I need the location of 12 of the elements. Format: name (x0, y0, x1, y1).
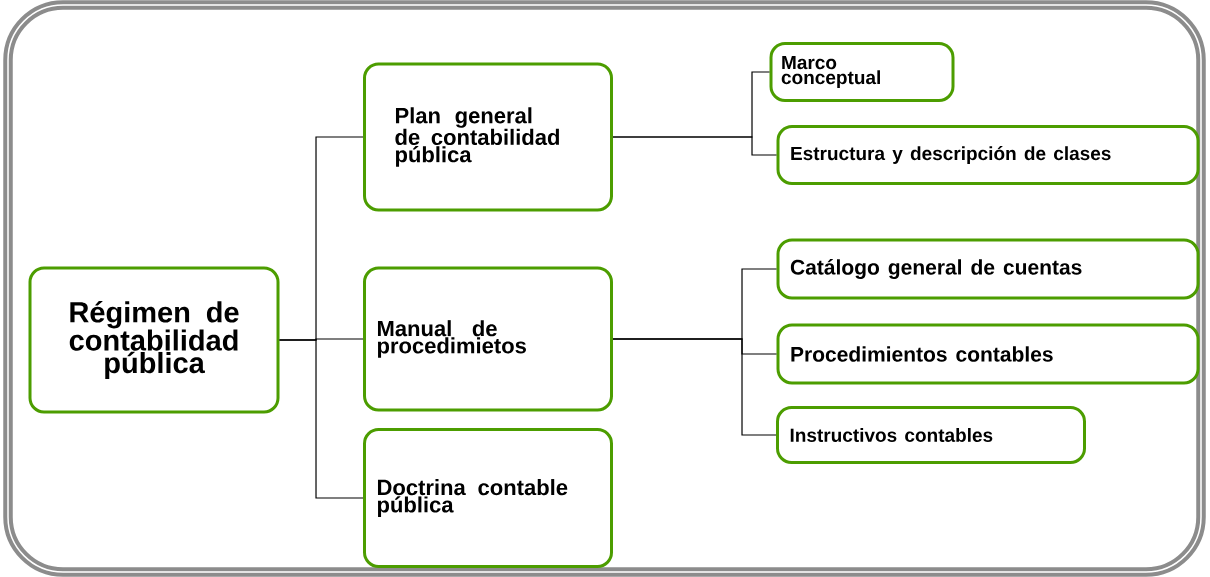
text-box: Catálogo general de cuentas (776, 238, 1200, 300)
text-box: Estructura y descripción de clases (776, 125, 1200, 185)
connector-line (278, 339, 364, 499)
text-box: Plan general de contabilidad pública (363, 62, 613, 212)
text-box: Doctrina contable pública (363, 428, 613, 568)
connector-line (612, 338, 777, 436)
text-box: Régimen de contabilidad pública (28, 266, 280, 414)
text-box: Instructivos contables (776, 406, 1086, 464)
connector-line (612, 136, 778, 156)
text-box: Manual de procedimietos (363, 266, 613, 412)
text-box: Marco conceptual (769, 42, 955, 102)
text-box: Procedimientos contables (776, 323, 1200, 385)
